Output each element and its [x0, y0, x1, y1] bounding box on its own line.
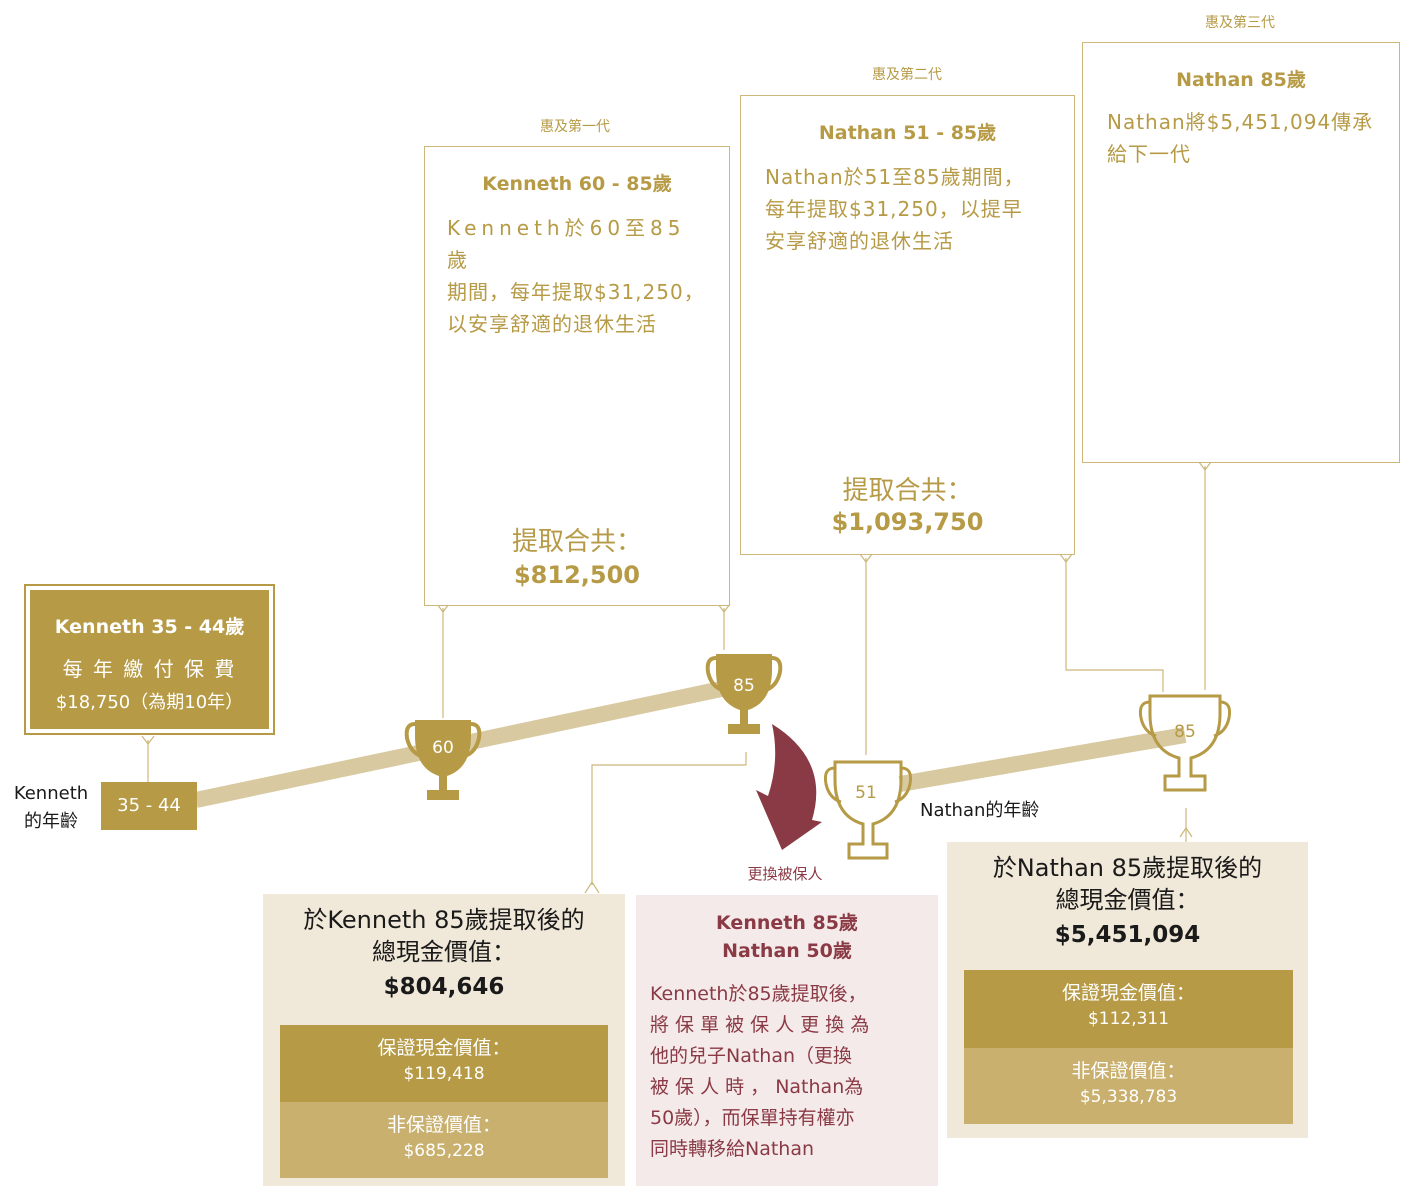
nathan-withdraw-total-value: $1,093,750: [831, 508, 984, 536]
kenneth-guaranteed-label: 保證現金價值：: [377, 1037, 511, 1059]
change-insured-line5: 50歲），而保單持有權亦: [650, 1107, 855, 1129]
trophy-icon-85-kenneth: [705, 654, 783, 734]
nathan-legacy-desc2: 給下一代: [1107, 142, 1191, 166]
kenneth-non-guaranteed-value: $685,228: [403, 1141, 485, 1161]
kenneth-age-label-line1: Kenneth: [13, 783, 89, 804]
nathan-total-panel: 於Nathan 85歲提取後的 總現金價值： $5,451,094 保證現金價值…: [947, 842, 1308, 1138]
trophy-85-kenneth-label: 85: [733, 676, 755, 696]
nathan-legacy-title: Nathan 85歲: [1176, 69, 1306, 91]
change-insured-title2: Nathan 50歲: [722, 940, 852, 962]
kenneth-premium-card: Kenneth 35 - 44歲 每 年 繳 付 保 費 $18,750（為期1…: [24, 584, 275, 735]
kenneth-withdraw-desc1: Kenneth於60至85歲: [447, 216, 686, 272]
kenneth-withdraw-desc2: 期間，每年提取$31,250，: [447, 280, 705, 304]
generation-2-label: 惠及第二代: [872, 67, 942, 83]
nathan-non-guaranteed-value: $5,338,783: [1079, 1087, 1178, 1107]
kenneth-age-label: Kenneth 的年齡: [8, 780, 94, 836]
change-insured-label: 更換被保人: [747, 865, 823, 883]
nathan-withdraw-total-label: 提取合共：: [842, 476, 973, 506]
kenneth-withdraw-card: Kenneth 60 - 85歲 Kenneth於60至85歲 期間，每年提取$…: [424, 146, 730, 606]
nathan-withdraw-card: Nathan 51 - 85歲 Nathan於51至85歲期間， 每年提取$31…: [740, 95, 1075, 555]
nathan-withdraw-title: Nathan 51 - 85歲: [818, 122, 997, 144]
change-insured-line1: Kenneth於85歲提取後，: [650, 983, 867, 1005]
trophy-icon-85-nathan: [1138, 694, 1232, 792]
nathan-non-guaranteed-label: 非保證價值：: [1071, 1060, 1186, 1082]
generation-1-label: 惠及第一代: [540, 119, 610, 135]
change-insured-line3: 他的兒子Nathan（更換: [650, 1045, 853, 1067]
kenneth-guaranteed-band: 保證現金價值： $119,418: [280, 1025, 608, 1102]
trophy-51-label: 51: [855, 783, 877, 803]
kenneth-total-panel: 於Kenneth 85歲提取後的 總現金價值： $804,646 保證現金價值：…: [263, 894, 625, 1186]
kenneth-premium-line1: 每 年 繳 付 保 費: [62, 657, 237, 681]
change-insured-line6: 同時轉移給Nathan: [650, 1138, 815, 1160]
change-insured-title1: Kenneth 85歲: [716, 912, 858, 934]
kenneth-withdraw-total-label: 提取合共：: [511, 527, 642, 557]
nathan-withdraw-desc1: Nathan於51至85歲期間，: [765, 165, 1025, 189]
kenneth-total-title1: 於Kenneth 85歲提取後的: [303, 906, 585, 934]
kenneth-total-title2: 總現金價值：: [372, 938, 516, 966]
trophy-icon-60: [404, 720, 482, 800]
nathan-non-guaranteed-band: 非保證價值： $5,338,783: [964, 1048, 1293, 1124]
nathan-guaranteed-value: $112,311: [1087, 1009, 1170, 1029]
kenneth-withdraw-title: Kenneth 60 - 85歲: [482, 173, 672, 195]
change-insured-line4: 被 保 人 時 ， Nathan為: [650, 1076, 864, 1098]
change-insured-arrow-icon: [756, 724, 822, 850]
trophy-85-nathan-label: 85: [1174, 722, 1196, 742]
nathan-withdraw-desc2: 每年提取$31,250，以提早: [765, 197, 1023, 221]
trophy-icon-51: [823, 760, 913, 860]
kenneth-premium-title: Kenneth 35 - 44歲: [54, 616, 245, 638]
nathan-guaranteed-band: 保證現金價值： $112,311: [964, 970, 1293, 1048]
nathan-legacy-card: Nathan 85歲 Nathan將$5,451,094傳承 給下一代: [1082, 42, 1400, 463]
nathan-timeline-bar: [898, 727, 1187, 792]
trophy-60-label: 60: [432, 738, 454, 758]
kenneth-premium-line2: $18,750（為期10年）: [55, 692, 244, 713]
kenneth-guaranteed-value: $119,418: [403, 1064, 485, 1084]
kenneth-withdraw-total-value: $812,500: [513, 561, 640, 589]
nathan-age-label: Nathan的年齡: [920, 800, 1040, 821]
nathan-guaranteed-label: 保證現金價值：: [1061, 982, 1195, 1004]
kenneth-non-guaranteed-band: 非保證價值： $685,228: [280, 1102, 608, 1178]
change-insured-panel: Kenneth 85歲 Nathan 50歲 Kenneth於85歲提取後， 將…: [636, 895, 938, 1186]
kenneth-withdraw-desc3: 以安享舒適的退休生活: [447, 312, 657, 336]
nathan-total-title1: 於Nathan 85歲提取後的: [992, 854, 1263, 882]
nathan-total-value: $5,451,094: [1054, 922, 1201, 948]
start-age-box: 35 - 44: [101, 782, 197, 830]
nathan-legacy-desc1: Nathan將$5,451,094傳承: [1107, 110, 1374, 134]
generation-3-label: 惠及第三代: [1205, 15, 1275, 31]
kenneth-non-guaranteed-label: 非保證價值：: [386, 1114, 501, 1136]
change-insured-line2: 將 保 單 被 保 人 更 換 為: [650, 1014, 870, 1036]
nathan-withdraw-desc3: 安享舒適的退休生活: [765, 229, 954, 253]
kenneth-total-value: $804,646: [383, 974, 505, 1000]
kenneth-age-label-line2: 的年齡: [24, 811, 78, 832]
nathan-total-title2: 總現金價值：: [1055, 886, 1200, 914]
